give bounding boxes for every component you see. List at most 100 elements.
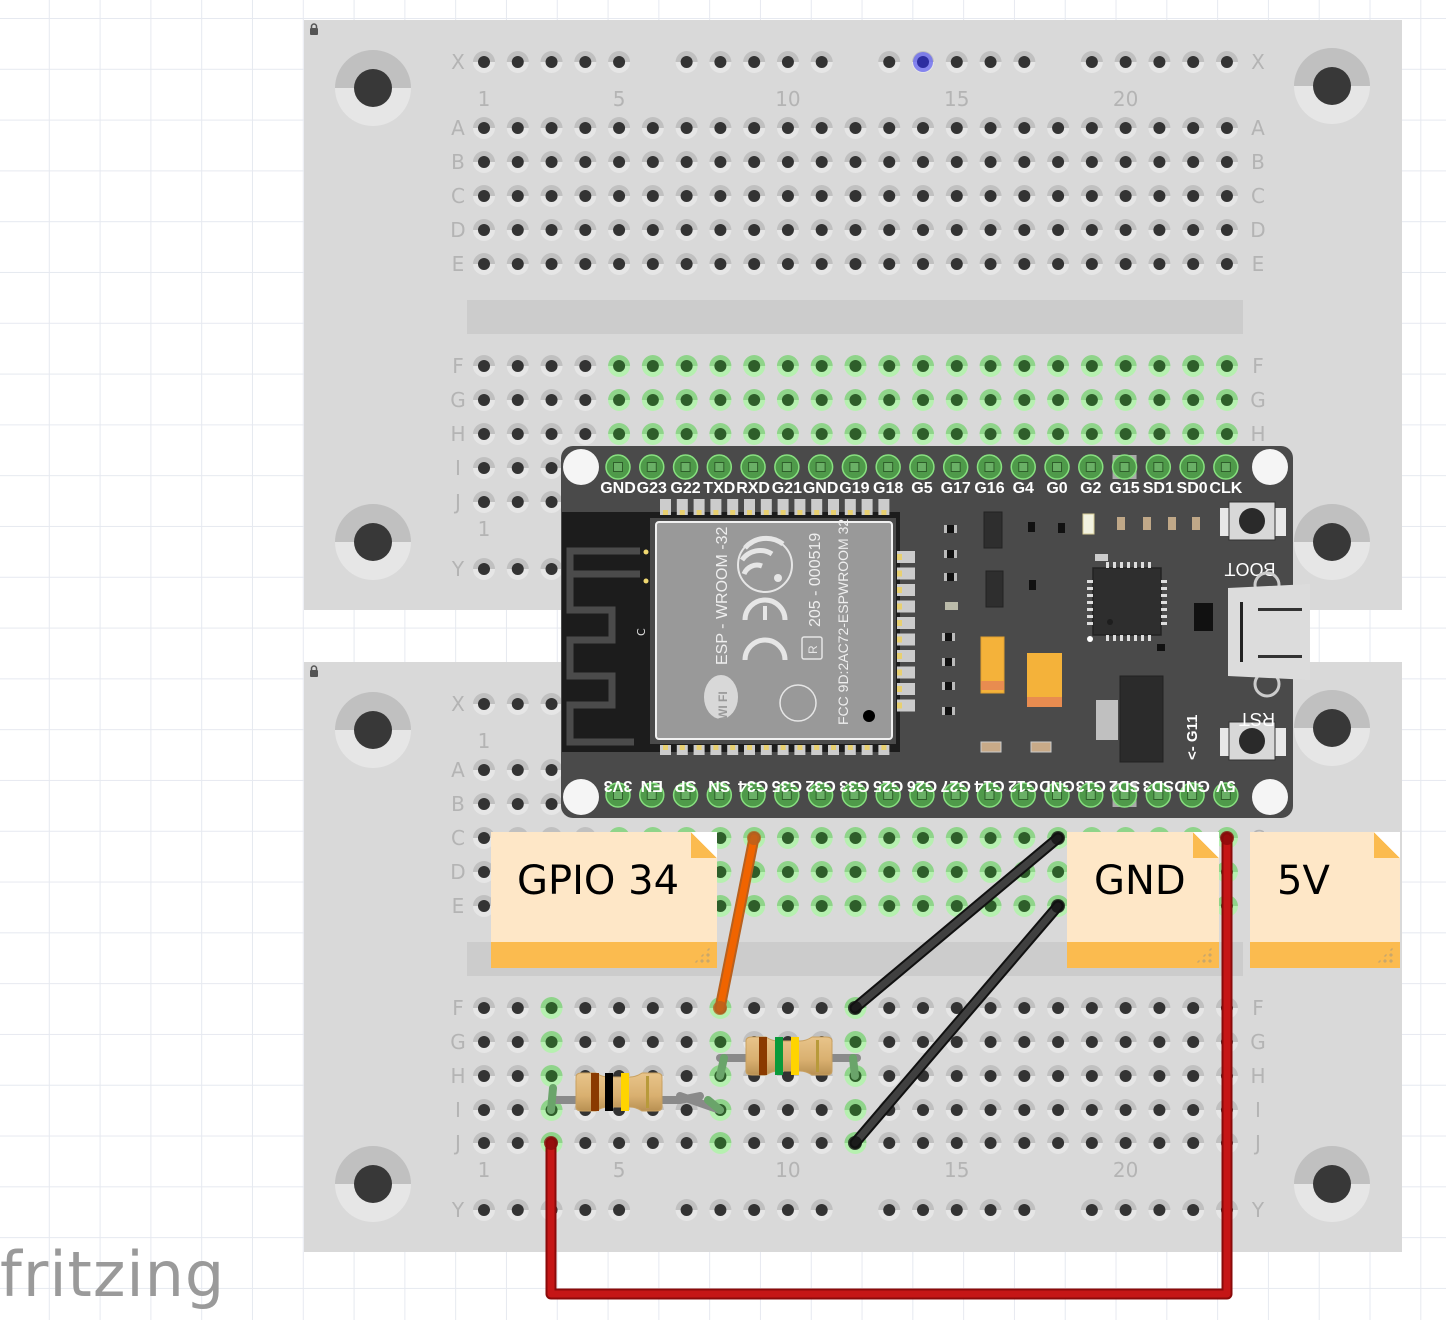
breadboard-hole[interactable]	[506, 1132, 529, 1154]
breadboard-hole[interactable]	[1215, 861, 1238, 883]
breadboard-hole[interactable]	[540, 185, 563, 207]
breadboard-hole[interactable]	[1215, 1099, 1238, 1121]
breadboard-top[interactable]: XXAABBCCDDEEFFGGHHIIJJYY151015201	[304, 20, 1402, 610]
breadboard-hole[interactable]	[743, 219, 766, 241]
breadboard-hole[interactable]	[1148, 1065, 1171, 1087]
breadboard-hole[interactable]	[912, 253, 935, 275]
breadboard-hole[interactable]	[709, 1132, 732, 1154]
esp32-pin-g22[interactable]: G22	[670, 454, 701, 497]
breadboard-hole[interactable]	[540, 491, 563, 513]
esp32-pin-g25[interactable]: G25	[873, 777, 903, 808]
wire-end[interactable]	[747, 831, 761, 845]
breadboard-hole[interactable]	[574, 185, 597, 207]
breadboard-hole[interactable]	[574, 1132, 597, 1154]
breadboard-hole[interactable]	[574, 117, 597, 139]
breadboard-hole[interactable]	[776, 1199, 799, 1221]
breadboard-hole[interactable]	[844, 253, 867, 275]
breadboard-hole[interactable]	[574, 423, 597, 445]
breadboard-hole[interactable]	[776, 389, 799, 411]
breadboard-hole[interactable]	[878, 1199, 901, 1221]
breadboard-hole[interactable]	[844, 423, 867, 445]
breadboard-hole[interactable]	[844, 1031, 867, 1053]
breadboard-hole[interactable]	[709, 185, 732, 207]
breadboard-hole[interactable]	[1013, 185, 1036, 207]
breadboard-hole[interactable]	[1080, 1132, 1103, 1154]
breadboard-hole[interactable]	[1013, 827, 1036, 849]
breadboard-hole[interactable]	[473, 1199, 495, 1221]
breadboard-hole[interactable]	[810, 253, 833, 275]
breadboard-hole[interactable]	[912, 389, 935, 411]
note-gnd[interactable]: GND	[1067, 832, 1219, 968]
breadboard-hole[interactable]	[473, 117, 495, 139]
breadboard-hole[interactable]	[776, 151, 799, 173]
breadboard-hole[interactable]	[540, 1031, 563, 1053]
breadboard-hole[interactable]	[709, 51, 732, 73]
breadboard-hole[interactable]	[473, 693, 495, 715]
esp32-pin-g18[interactable]: G18	[873, 454, 903, 497]
esp32-pin-g32[interactable]: G32	[805, 777, 836, 808]
breadboard-hole[interactable]	[506, 117, 529, 139]
breadboard-hole[interactable]	[810, 117, 833, 139]
breadboard-hole[interactable]	[1114, 1199, 1137, 1221]
breadboard-hole[interactable]	[878, 827, 901, 849]
breadboard-hole[interactable]	[1182, 151, 1205, 173]
wire-end[interactable]	[848, 1136, 862, 1150]
breadboard-hole[interactable]	[878, 1065, 901, 1087]
breadboard-hole[interactable]	[776, 253, 799, 275]
breadboard-hole[interactable]	[709, 389, 732, 411]
esp32-pin-g23[interactable]: G23	[637, 454, 667, 497]
breadboard-hole[interactable]	[540, 389, 563, 411]
breadboard-hole[interactable]	[945, 185, 968, 207]
breadboard-hole[interactable]	[506, 457, 529, 479]
breadboard-hole[interactable]	[776, 117, 799, 139]
breadboard-hole[interactable]	[945, 355, 968, 377]
breadboard-hole[interactable]	[608, 219, 631, 241]
breadboard-hole[interactable]	[878, 117, 901, 139]
lock-icon[interactable]	[310, 23, 318, 35]
breadboard-hole[interactable]	[1182, 219, 1205, 241]
wire-end[interactable]	[1051, 899, 1065, 913]
breadboard-hole[interactable]	[1114, 117, 1137, 139]
breadboard-hole[interactable]	[675, 997, 698, 1019]
breadboard-hole[interactable]	[574, 997, 597, 1019]
breadboard-hole[interactable]	[1114, 185, 1137, 207]
breadboard-hole[interactable]	[1080, 117, 1103, 139]
breadboard-hole[interactable]	[1182, 1099, 1205, 1121]
breadboard-hole[interactable]	[912, 827, 935, 849]
breadboard-hole[interactable]	[1182, 423, 1205, 445]
breadboard-hole[interactable]	[1080, 1065, 1103, 1087]
breadboard-hole[interactable]	[1013, 1132, 1036, 1154]
breadboard-hole[interactable]	[945, 1099, 968, 1121]
breadboard-hole[interactable]	[540, 759, 563, 781]
breadboard-hole[interactable]	[979, 861, 1002, 883]
breadboard-hole[interactable]	[506, 253, 529, 275]
breadboard-hole[interactable]	[1182, 997, 1205, 1019]
breadboard-hole[interactable]	[1182, 355, 1205, 377]
breadboard-hole[interactable]	[878, 895, 901, 917]
breadboard-hole[interactable]	[641, 151, 664, 173]
breadboard-hole[interactable]	[506, 423, 529, 445]
esp32-pin-5v[interactable]: 5V	[1213, 777, 1239, 808]
breadboard-hole[interactable]	[810, 1199, 833, 1221]
breadboard-hole[interactable]	[1148, 1099, 1171, 1121]
breadboard-hole[interactable]	[675, 423, 698, 445]
breadboard-hole[interactable]	[1148, 1031, 1171, 1053]
breadboard-hole[interactable]	[945, 861, 968, 883]
breadboard-hole[interactable]	[675, 389, 698, 411]
esp32-pin-sd3[interactable]: SD3	[1143, 777, 1174, 808]
breadboard-hole[interactable]	[1047, 1132, 1070, 1154]
breadboard-hole[interactable]	[473, 1031, 495, 1053]
breadboard-hole[interactable]	[473, 895, 495, 917]
breadboard-hole[interactable]	[540, 51, 563, 73]
breadboard-hole[interactable]	[912, 861, 935, 883]
breadboard-hole[interactable]	[675, 1132, 698, 1154]
breadboard-hole[interactable]	[1148, 355, 1171, 377]
breadboard-hole[interactable]	[878, 997, 901, 1019]
breadboard-hole[interactable]	[506, 51, 529, 73]
breadboard-hole[interactable]	[945, 827, 968, 849]
breadboard-hole[interactable]	[608, 253, 631, 275]
breadboard-hole[interactable]	[945, 219, 968, 241]
breadboard-hole[interactable]	[608, 185, 631, 207]
breadboard-hole[interactable]	[810, 219, 833, 241]
breadboard-hole[interactable]	[1148, 185, 1171, 207]
